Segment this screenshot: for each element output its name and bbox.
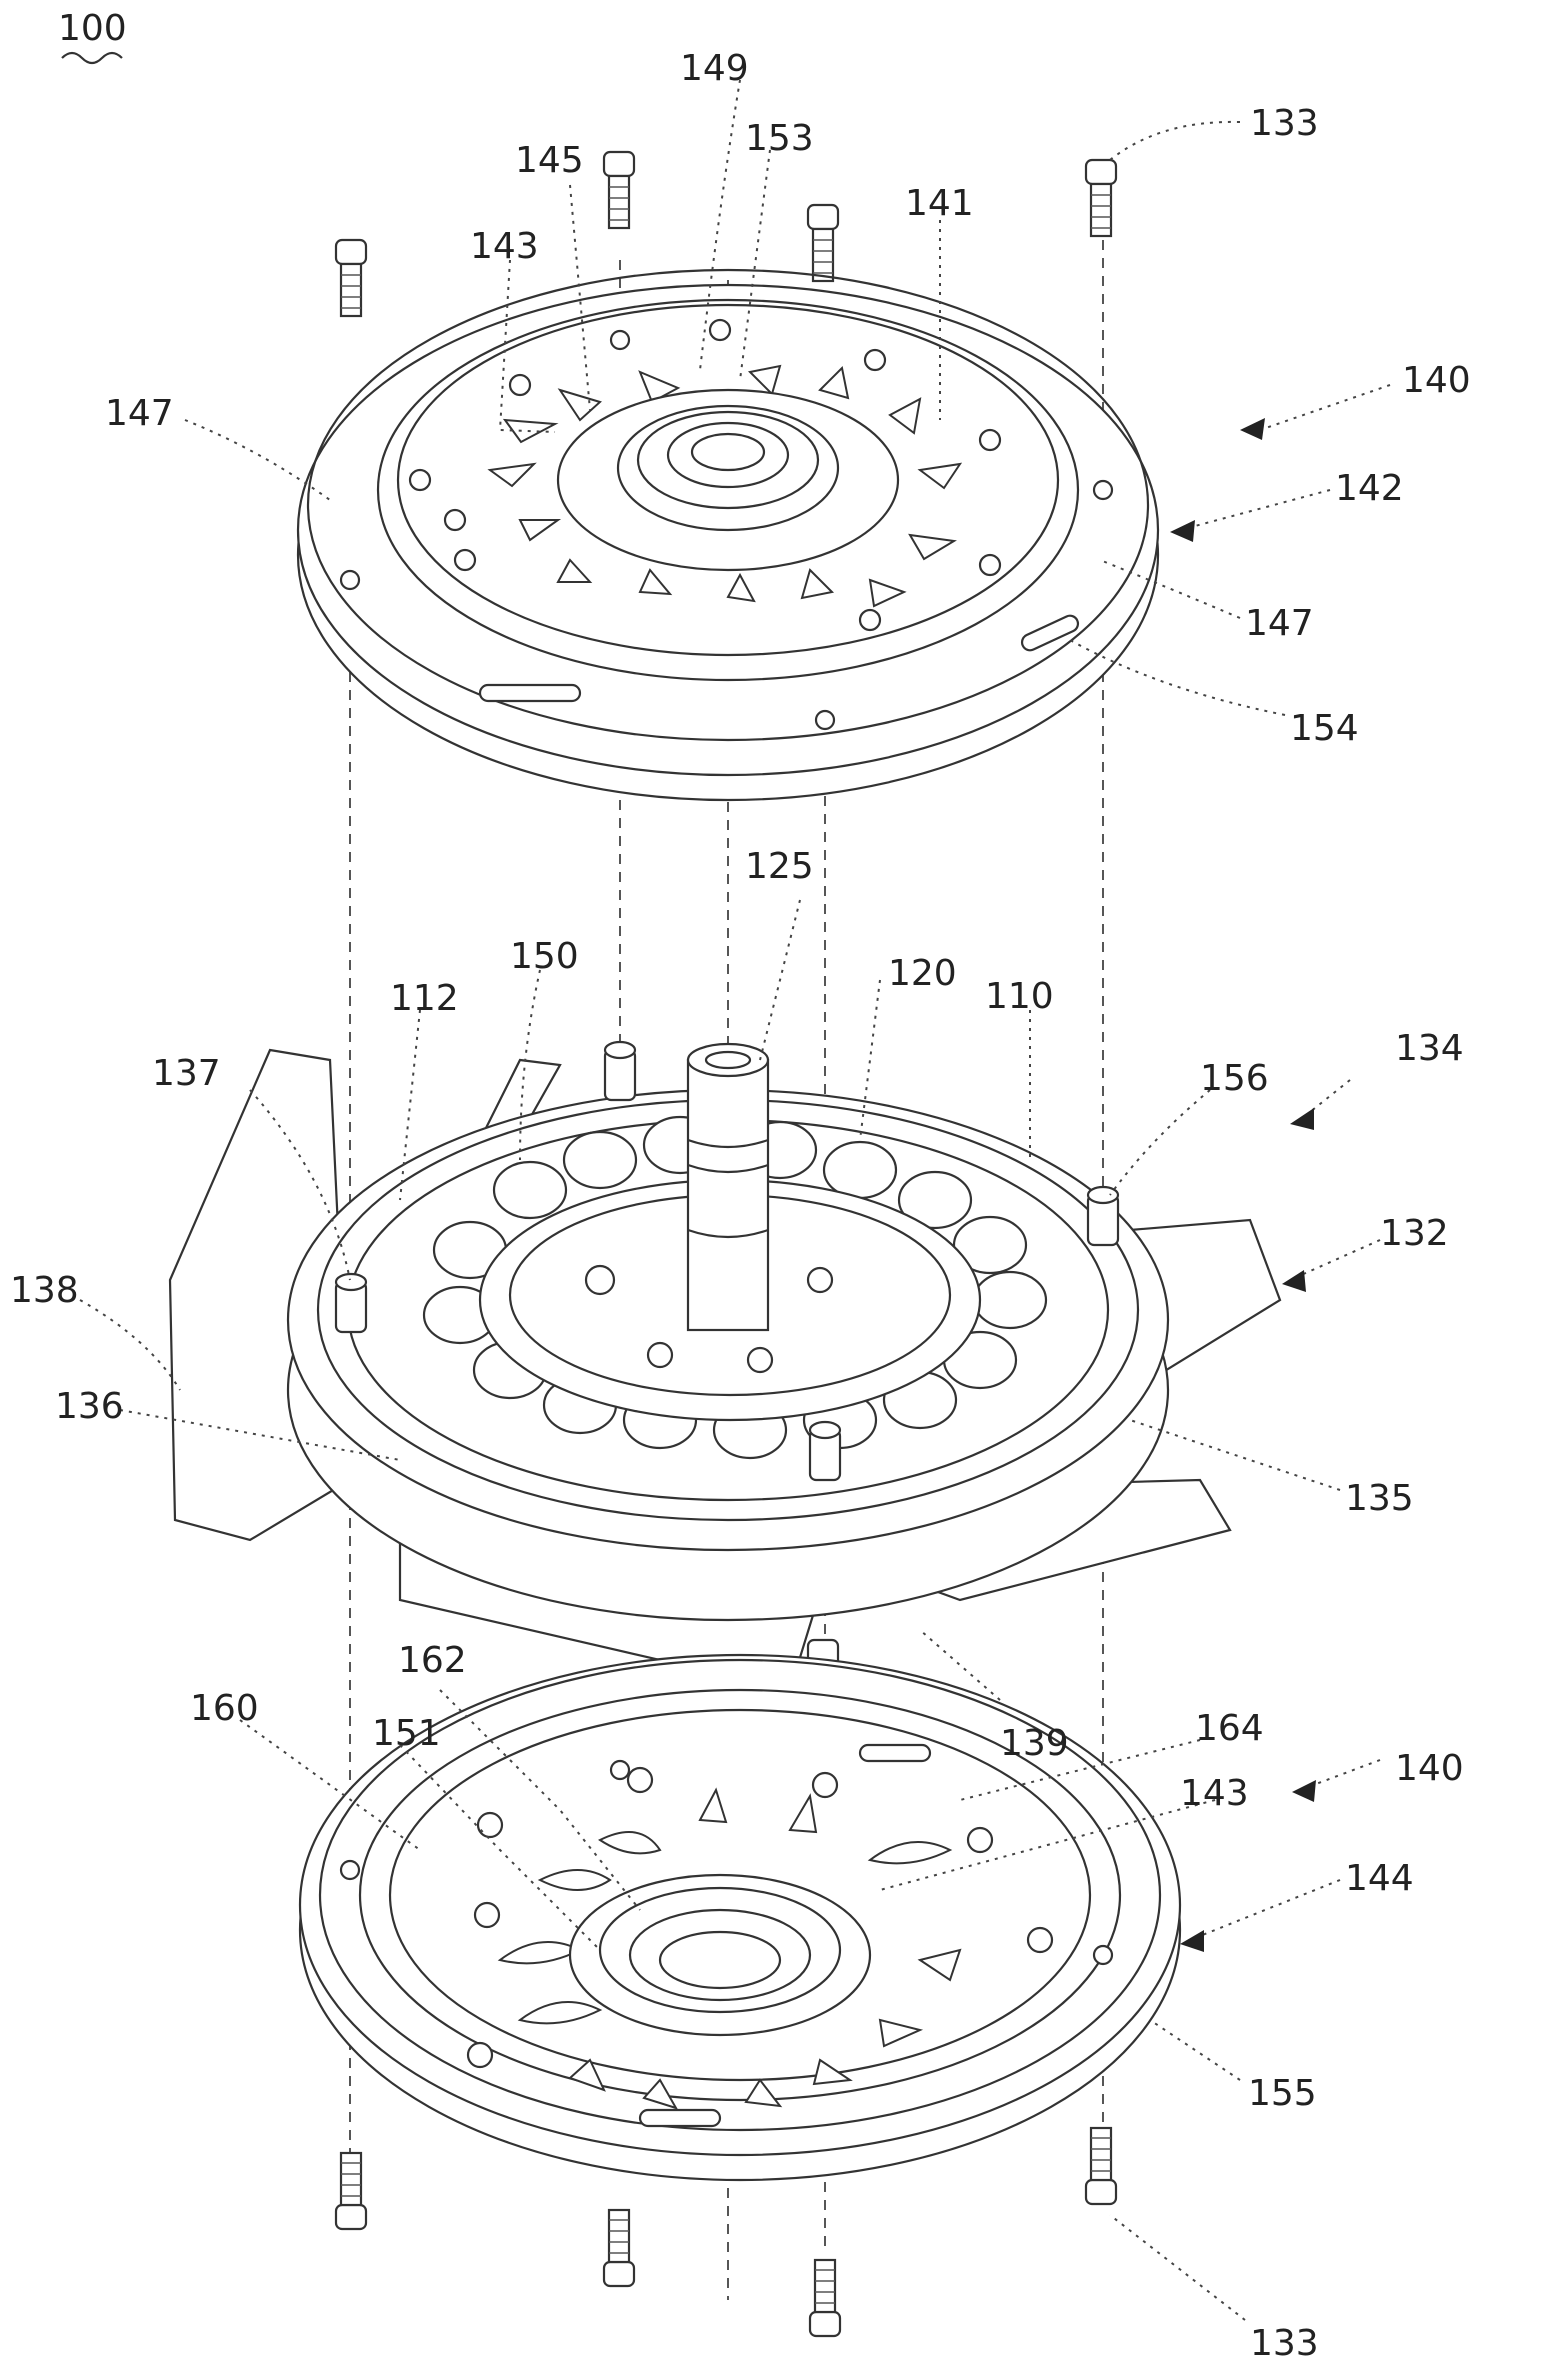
upper-end-plate <box>296 268 1160 802</box>
label-135: 135 <box>1345 1478 1414 1519</box>
shaft <box>686 1042 770 1332</box>
plate-slot-2 <box>1020 614 1080 652</box>
label-147-left: 147 <box>105 393 174 434</box>
reference-labels: 133 149 153 145 143 141 140 147 142 147 … <box>10 48 1471 2364</box>
roller-ring <box>422 1115 1048 1460</box>
label-125: 125 <box>745 846 814 887</box>
label-120: 120 <box>888 953 957 994</box>
figure-ref-squiggle <box>61 51 123 65</box>
upper-plate-blades <box>487 364 963 608</box>
label-153: 153 <box>745 118 814 159</box>
lower-plate-blades <box>497 1787 962 2110</box>
bolt-top-2 <box>602 150 636 230</box>
label-149: 149 <box>680 48 749 89</box>
label-141: 141 <box>905 183 974 224</box>
label-133-bottom: 133 <box>1250 2323 1319 2364</box>
plate-slot-1 <box>478 683 582 703</box>
label-143-top: 143 <box>470 226 539 267</box>
bolt-top-3 <box>806 203 840 283</box>
label-162: 162 <box>398 1640 467 1681</box>
middle-assembly <box>168 1040 1282 1692</box>
label-140-bottom: 140 <box>1395 1748 1464 1789</box>
label-139: 139 <box>1000 1723 1069 1764</box>
bolt-bottom-2 <box>602 2208 636 2288</box>
label-132: 132 <box>1380 1213 1449 1254</box>
label-134: 134 <box>1395 1028 1464 1069</box>
bolt-bottom-1 <box>334 2151 368 2231</box>
label-138: 138 <box>10 1270 79 1311</box>
label-164: 164 <box>1195 1708 1264 1749</box>
assembly-arrows <box>1170 418 1316 1952</box>
top-bolts <box>334 150 1118 318</box>
bolt-top-1 <box>334 238 368 318</box>
figure-reference: 100 <box>58 8 127 65</box>
lower-end-plate <box>298 1653 1182 2182</box>
figure-ref-label: 100 <box>58 8 127 49</box>
label-140-top: 140 <box>1402 360 1471 401</box>
label-160: 160 <box>190 1688 259 1729</box>
label-151: 151 <box>372 1713 441 1754</box>
label-136: 136 <box>55 1386 124 1427</box>
bolt-top-4 <box>1084 158 1118 238</box>
label-142: 142 <box>1335 468 1404 509</box>
label-144: 144 <box>1345 1858 1414 1899</box>
bolt-bottom-4 <box>1084 2126 1118 2206</box>
bottom-bolts <box>334 2126 1118 2338</box>
leader-lines <box>79 79 1391 2321</box>
label-154: 154 <box>1290 708 1359 749</box>
label-110: 110 <box>985 976 1054 1017</box>
label-150: 150 <box>510 936 579 977</box>
label-112: 112 <box>390 978 459 1019</box>
label-137: 137 <box>152 1053 221 1094</box>
label-156: 156 <box>1200 1058 1269 1099</box>
bolt-bottom-3 <box>808 2258 842 2338</box>
label-155: 155 <box>1248 2073 1317 2114</box>
alignment-pins <box>334 1040 1120 1682</box>
label-147-right: 147 <box>1245 603 1314 644</box>
label-133-top: 133 <box>1250 103 1319 144</box>
label-143-bottom: 143 <box>1180 1773 1249 1814</box>
plate-hole <box>339 569 361 591</box>
label-145: 145 <box>515 140 584 181</box>
